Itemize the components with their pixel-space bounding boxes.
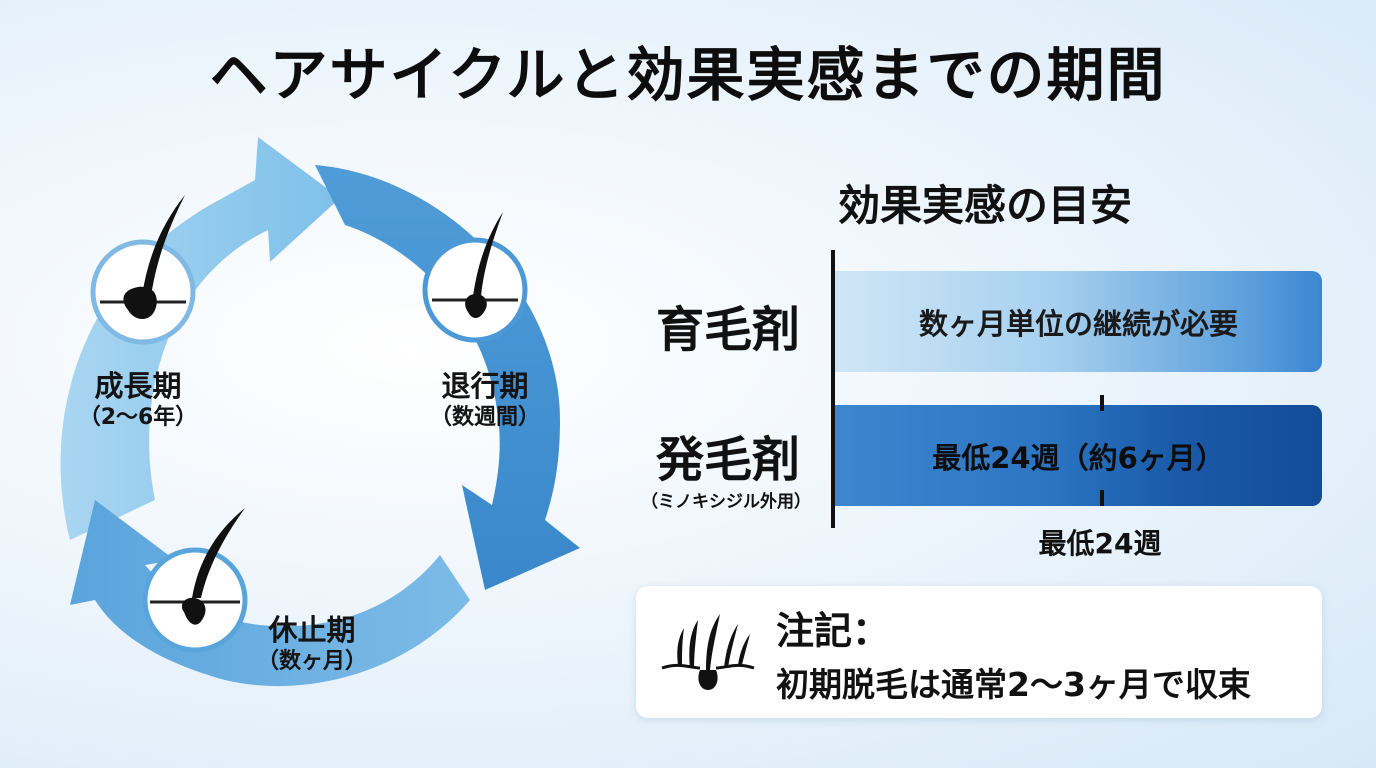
- bar-hatsumozai: 最低24週（約6ヶ月）: [835, 405, 1322, 506]
- row-label-hatsumozai: 発毛剤: [655, 432, 800, 488]
- phase-telogen-name: 休止期: [268, 613, 356, 647]
- hair-follicle-telogen-icon: [142, 508, 248, 653]
- timeline-title: 効果実感の目安: [837, 181, 1132, 230]
- phase-telogen-duration: （数ヶ月）: [256, 649, 367, 674]
- phase-regression-name: 退行期: [441, 369, 529, 403]
- phase-regression-duration: （数週間）: [429, 405, 540, 430]
- hair-follicle-growth-icon: [90, 195, 196, 345]
- bar-ikumozai-text: 数ヶ月単位の継続が必要: [918, 306, 1238, 341]
- note-box: 注記： 初期脱毛は通常2〜3ヶ月で収束: [636, 586, 1322, 718]
- note-heading: 注記：: [776, 609, 891, 653]
- marker-tick-top: [1100, 395, 1104, 411]
- timeline-axis: [831, 250, 835, 528]
- marker-tick-bottom: [1100, 490, 1104, 506]
- row-label-ikumozai: 育毛剤: [655, 302, 800, 358]
- phase-telogen-label: 休止期 （数ヶ月）: [232, 612, 392, 676]
- hair-root-icon: [661, 614, 755, 690]
- hair-cycle-diagram: [60, 137, 580, 687]
- page-title: ヘアサイクルと効果実感までの期間: [209, 41, 1167, 109]
- row-sublabel-hatsumozai: （ミノキシジル外用）: [641, 492, 811, 512]
- bar-hatsumozai-text: 最低24週（約6ヶ月）: [932, 440, 1225, 475]
- phase-growth-name: 成長期: [94, 369, 182, 403]
- cycle-arrow-regression: [315, 165, 580, 590]
- cycle-arrow-growth: [60, 137, 341, 540]
- phase-growth-label: 成長期 （2〜6年）: [58, 368, 218, 432]
- note-text: 初期脱毛は通常2〜3ヶ月で収束: [776, 665, 1251, 704]
- phase-growth-duration: （2〜6年）: [78, 405, 198, 430]
- hair-follicle-regression-icon: [422, 212, 528, 343]
- bar-ikumozai: 数ヶ月単位の継続が必要: [835, 271, 1322, 372]
- marker-label: 最低24週: [1038, 527, 1162, 560]
- phase-regression-label: 退行期 （数週間）: [405, 368, 565, 432]
